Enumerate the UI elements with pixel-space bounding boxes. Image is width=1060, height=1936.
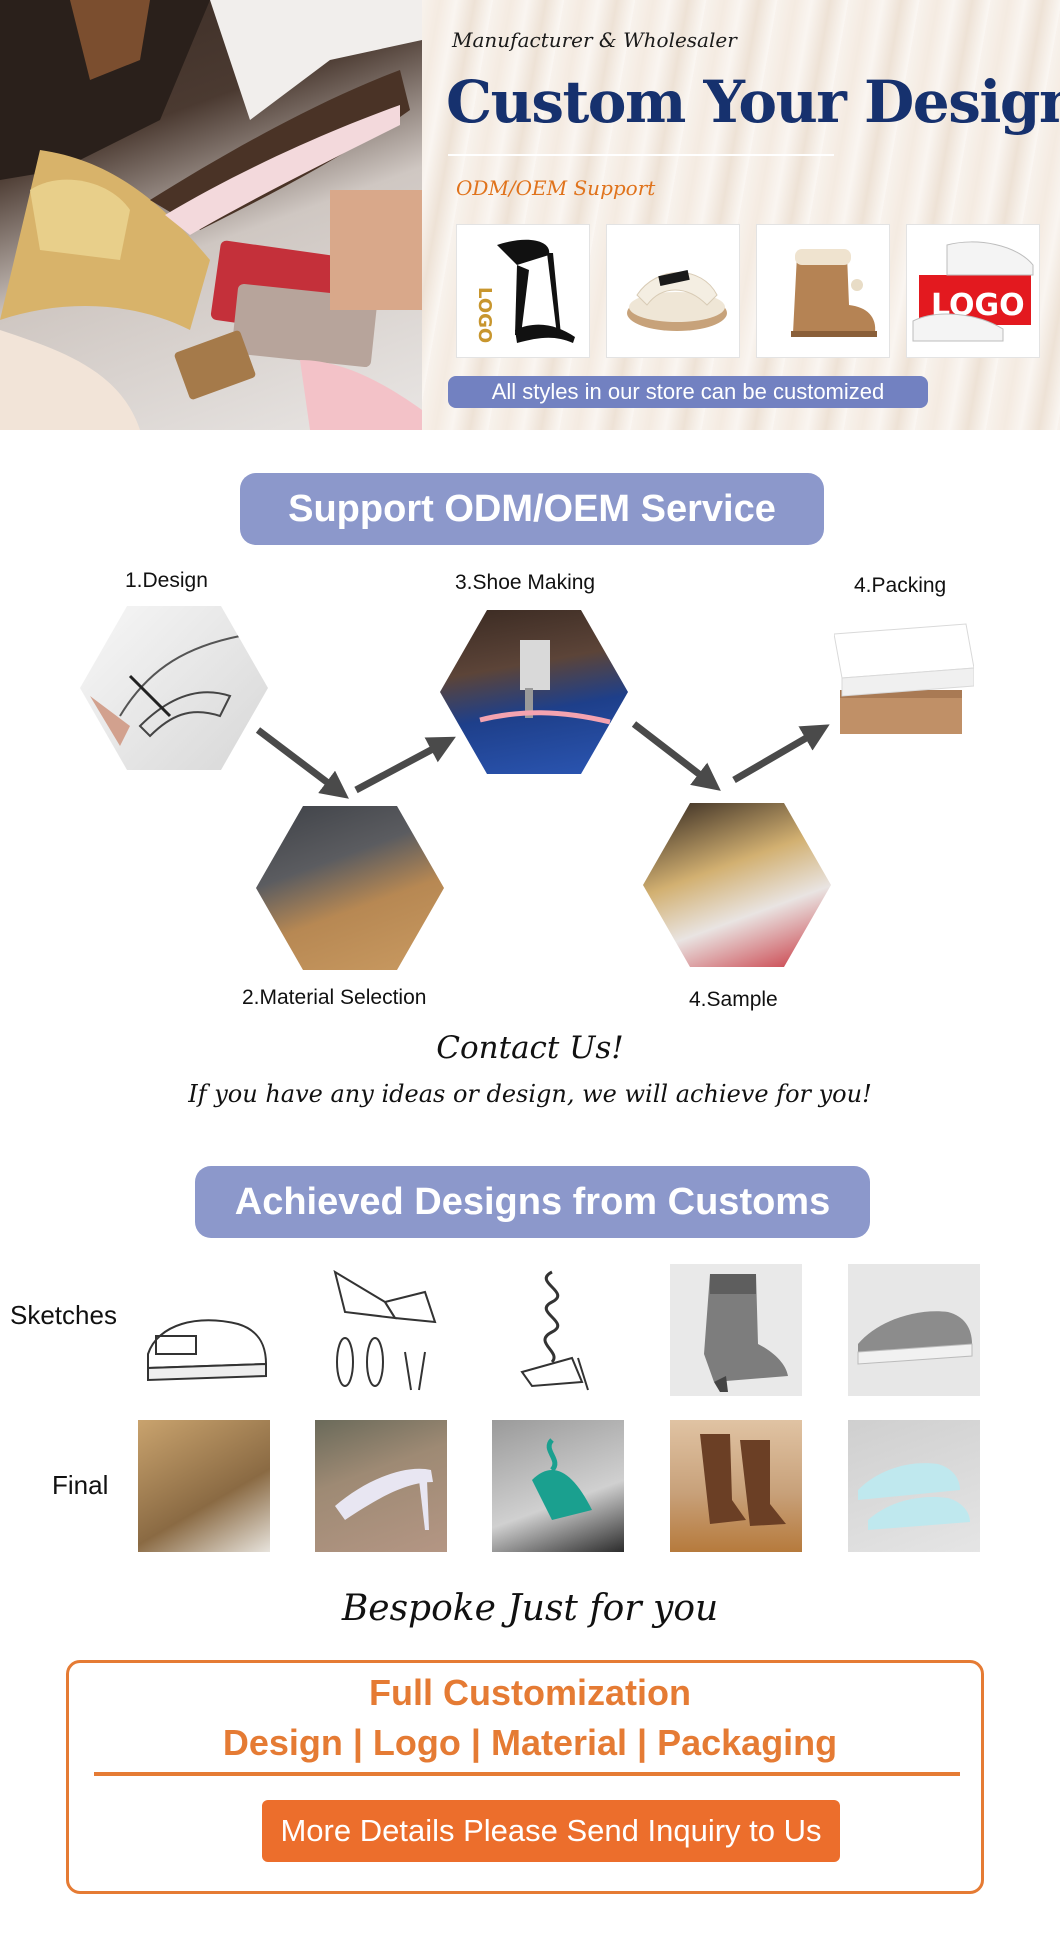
hero-product-thumbnails: LOGO xyxy=(456,224,1046,360)
send-inquiry-button[interactable]: More Details Please Send Inquiry to Us xyxy=(262,1800,840,1862)
step-design-label: 1.Design xyxy=(125,569,208,592)
leather-material-image xyxy=(256,806,444,970)
shoe-box-image xyxy=(833,618,975,742)
hero-subtitle: ODM/OEM Support xyxy=(456,176,656,200)
hero-title: Custom Your Design xyxy=(446,68,1060,136)
odm-oem-service-heading: Support ODM/OEM Service xyxy=(240,473,824,545)
final-studded-boot xyxy=(670,1420,802,1552)
hero-content: Manufacturer & Wholesaler Custom Your De… xyxy=(422,0,1060,430)
sheepskin-boot-thumbnail[interactable] xyxy=(756,224,890,358)
step-material-label: 2.Material Selection xyxy=(242,986,427,1009)
hero-divider xyxy=(448,154,834,156)
achieved-designs-heading: Achieved Designs from Customs xyxy=(195,1166,870,1238)
contact-us-title: Contact Us! xyxy=(436,1030,624,1066)
hero-tagline: Manufacturer & Wholesaler xyxy=(452,28,737,52)
hero-banner: Manufacturer & Wholesaler Custom Your De… xyxy=(0,0,1060,430)
sketches-row-label: Sketches xyxy=(10,1300,117,1330)
customization-divider xyxy=(94,1772,960,1776)
final-white-pump xyxy=(315,1420,447,1552)
customizable-banner: All styles in our store can be customize… xyxy=(448,376,928,408)
logo-sneakers-thumbnail[interactable]: LOGO xyxy=(906,224,1040,358)
contact-us-subtitle: If you have any ideas or design, we will… xyxy=(188,1080,872,1108)
customization-title: Full Customization xyxy=(369,1672,691,1713)
final-blue-sneaker xyxy=(848,1420,980,1552)
hero-shoe-background xyxy=(422,0,1060,430)
step-packing-label: 4.Packing xyxy=(854,574,947,597)
sketch-pumps xyxy=(315,1262,447,1394)
hero-photo-designer-with-shoes xyxy=(0,0,422,430)
strap-sandal-thumbnail[interactable] xyxy=(606,224,740,358)
final-row-label: Final xyxy=(52,1470,109,1500)
bespoke-tagline: Bespoke Just for you xyxy=(341,1588,719,1629)
customization-items: Design | Logo | Material | Packaging xyxy=(222,1722,838,1763)
sample-shoe-image xyxy=(643,803,831,967)
process-flow-arrows xyxy=(255,721,830,799)
step-shoe-making-label: 3.Shoe Making xyxy=(455,571,596,594)
final-fur-slipper xyxy=(138,1420,270,1552)
sketch-wrap-heel xyxy=(492,1262,624,1394)
sketch-studded-boot xyxy=(670,1264,802,1396)
sketch-clog xyxy=(138,1264,270,1396)
step-sample-label: 4.Sample xyxy=(689,988,778,1011)
svg-text:LOGO: LOGO xyxy=(474,287,495,343)
heel-sandal-thumbnail[interactable]: LOGO xyxy=(456,224,590,358)
sketch-sneaker xyxy=(848,1264,980,1396)
final-green-wrap-heel xyxy=(492,1420,624,1552)
customization-box xyxy=(66,1660,984,1894)
